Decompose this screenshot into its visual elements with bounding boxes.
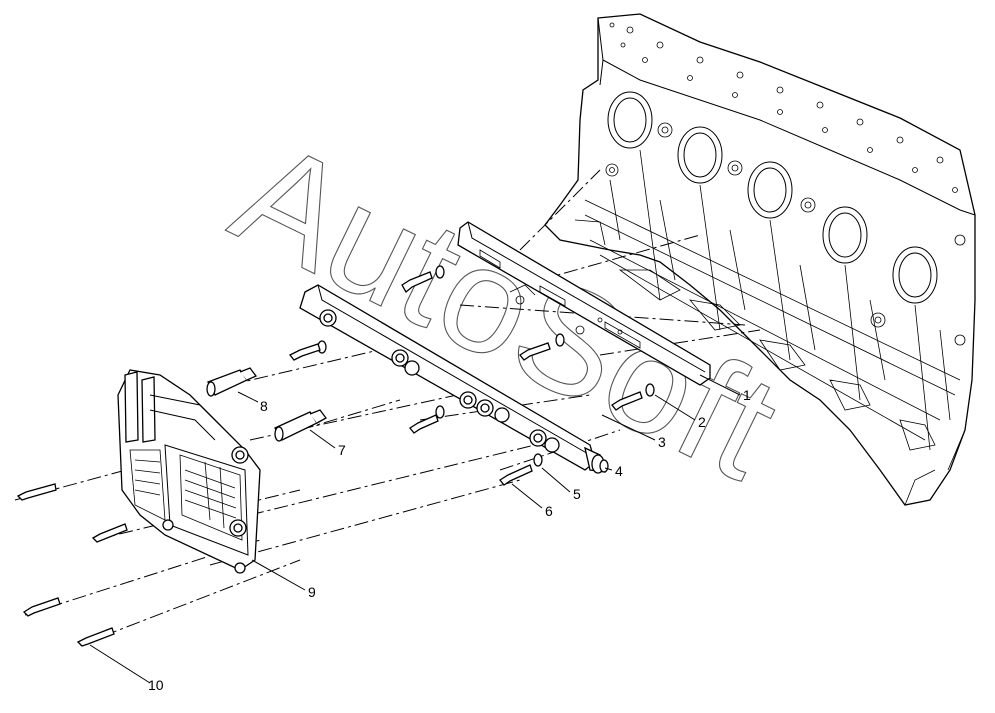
fuel-rail [299, 284, 609, 474]
callout-1: 1 [743, 387, 751, 403]
leader-lines [89, 374, 741, 684]
callout-3: 3 [658, 434, 666, 450]
engine-block [544, 13, 976, 506]
mounting-bracket [457, 221, 711, 386]
callout-4: 4 [615, 463, 623, 479]
callout-10: 10 [148, 677, 164, 693]
engine-control-unit [117, 369, 261, 574]
callout-6: 6 [545, 503, 553, 519]
callout-labels: 1 2 3 4 5 6 7 8 9 10 [148, 387, 751, 693]
callout-7: 7 [338, 442, 346, 458]
fasteners [16, 265, 655, 647]
callout-8: 8 [260, 398, 268, 414]
callout-2: 2 [698, 414, 706, 430]
callout-5: 5 [573, 486, 581, 502]
callout-9: 9 [308, 584, 316, 600]
